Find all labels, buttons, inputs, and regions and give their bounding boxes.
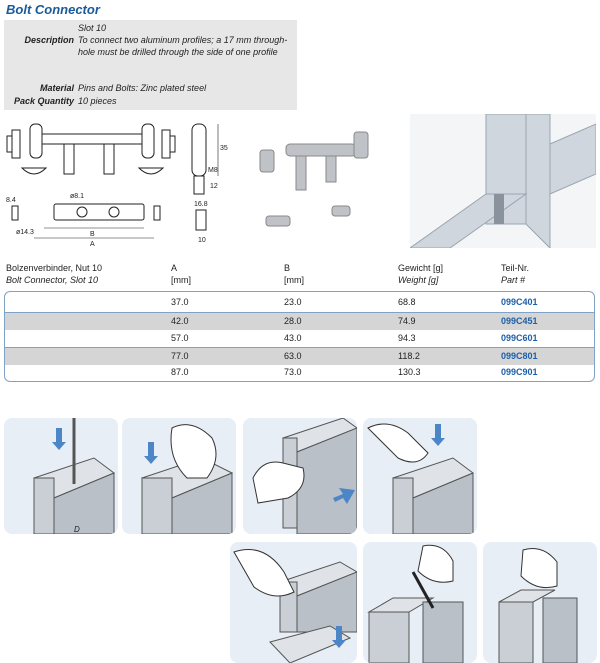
- cell-part: 099C801: [501, 351, 538, 361]
- cell-weight: 94.3: [398, 333, 416, 343]
- dim-8-4-label: 8.4: [6, 197, 16, 204]
- table-row: 37.0 23.0 68.8 099C401: [5, 294, 594, 311]
- spec-value: 10 pieces: [78, 96, 117, 106]
- col-header-connector: Bolzenverbinder, Nut 10 Bolt Connector, …: [6, 263, 103, 285]
- finish-step-illustration: [498, 548, 578, 663]
- row-divider: [5, 347, 594, 348]
- cell-part: 099C601: [501, 333, 538, 343]
- cell-weight: 130.3: [398, 367, 421, 377]
- parts-table: 37.0 23.0 68.8 099C401 42.0 28.0 74.9 09…: [4, 291, 595, 382]
- assembly-step-7: [483, 542, 597, 663]
- cell-weight: 118.2: [398, 351, 420, 361]
- cell-a: 77.0: [171, 351, 189, 361]
- col-header-b: B [mm]: [284, 263, 304, 285]
- drill-step-illustration: D: [33, 418, 115, 534]
- spec-value: Pins and Bolts: Zinc plated steel: [78, 83, 207, 93]
- assembly-step-5: [230, 542, 357, 663]
- cell-a: 87.0: [171, 367, 189, 377]
- assembly-step-3: [243, 418, 357, 534]
- cell-a: 57.0: [171, 333, 189, 343]
- profile-render: [410, 114, 596, 248]
- dim-10-label: 10: [198, 237, 206, 244]
- spec-value: To connect two aluminum profiles; a 17 m…: [78, 35, 288, 57]
- cell-b: 23.0: [284, 297, 302, 307]
- table-row: 42.0 28.0 74.9 099C451: [5, 313, 594, 330]
- dim-m8-label: M8: [208, 167, 218, 174]
- spec-box: Slot 10 Description To connect two alumi…: [4, 20, 297, 110]
- dia-14-3-label: ø14.3: [16, 229, 34, 236]
- spec-value: Slot 10: [78, 23, 107, 33]
- spec-key: Material: [39, 83, 74, 93]
- table-row: 77.0 63.0 118.2 099C801: [5, 348, 594, 365]
- step-label-d: D: [74, 525, 80, 534]
- assembly-step-4: [363, 418, 477, 534]
- assembly-step-1: D: [4, 418, 118, 534]
- cell-weight: 74.9: [398, 316, 416, 326]
- col-header-part: Teil-Nr. Part #: [501, 263, 530, 285]
- dim-a-label: A: [90, 241, 95, 248]
- cell-weight: 68.8: [398, 297, 416, 307]
- cell-part: 099C451: [501, 316, 538, 326]
- col-header-a: A [mm]: [171, 263, 191, 285]
- cell-b: 28.0: [284, 316, 302, 326]
- dim-12-label: 12: [210, 183, 218, 190]
- cell-part: 099C401: [501, 297, 538, 307]
- screwdriver-step-illustration: [367, 544, 464, 663]
- dim-35-label: 35: [220, 145, 228, 152]
- product-photo: [259, 131, 369, 227]
- join-step-illustration: [233, 549, 357, 663]
- tighten-step-illustration: [367, 423, 474, 534]
- cell-part: 099C901: [501, 367, 538, 377]
- page-title: Bolt Connector: [6, 2, 100, 17]
- cell-b: 43.0: [284, 333, 302, 343]
- dia-8-1-label: ø8.1: [70, 193, 84, 200]
- dim-16-8-label: 16.8: [194, 201, 208, 208]
- slide-step-illustration: [252, 418, 357, 534]
- cell-a: 37.0: [171, 297, 189, 307]
- assembly-step-6: [363, 542, 477, 663]
- col-header-weight: Gewicht [g] Weight [g]: [398, 263, 444, 285]
- cell-a: 42.0: [171, 316, 189, 326]
- spec-key: Pack Quantity: [13, 96, 74, 106]
- spec-key: Description: [24, 35, 74, 45]
- table-row: 57.0 43.0 94.3 099C601: [5, 330, 594, 347]
- cell-b: 73.0: [284, 367, 302, 377]
- row-divider: [5, 312, 594, 313]
- cell-b: 63.0: [284, 351, 302, 361]
- assembly-step-2: [122, 418, 236, 534]
- insert-step-illustration: [140, 424, 234, 534]
- dim-b-label: B: [90, 231, 95, 238]
- table-row: 87.0 73.0 130.3 099C901: [5, 364, 594, 381]
- technical-drawing: 35 M8 12 16.8 10 8.4 ø8.1 ø14.3 B A: [6, 123, 228, 248]
